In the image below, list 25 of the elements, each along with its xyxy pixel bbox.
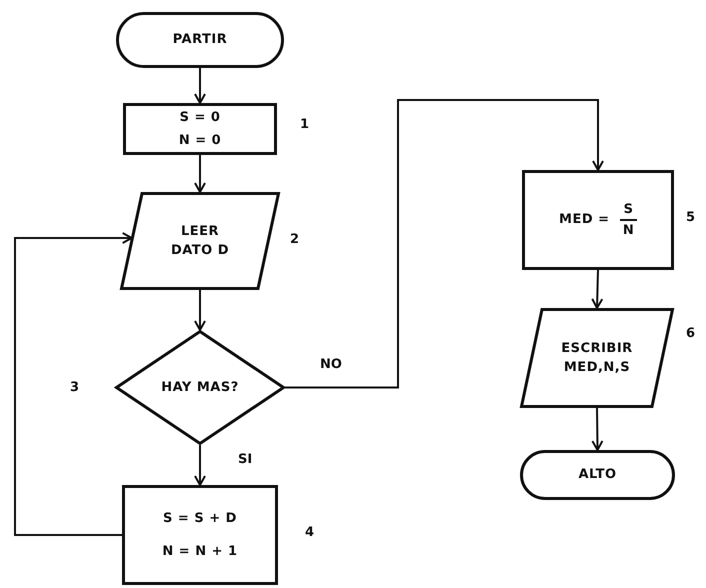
step-number: 3	[70, 380, 80, 395]
arrow	[194, 445, 206, 486]
step-number: 2	[290, 232, 300, 247]
arrow	[591, 270, 604, 309]
arrow	[194, 155, 206, 193]
node-text: LEER DATO D	[170, 222, 230, 260]
arrow	[591, 408, 604, 451]
node-text: PARTIR	[172, 31, 228, 50]
arrow	[285, 99, 604, 388]
step-number: 6	[686, 326, 696, 341]
node-text: S = S + D	[163, 510, 237, 528]
step-number: 4	[305, 525, 314, 540]
node-text: N = N + 1	[162, 543, 238, 561]
node-text: N = 0	[178, 132, 222, 150]
arrow	[194, 68, 206, 104]
step-number: 5	[686, 210, 696, 225]
arrow	[194, 290, 206, 331]
node-text: HAY MAS?	[161, 378, 239, 397]
node-text: S = 0	[180, 108, 220, 126]
node-text: ALTO	[578, 466, 617, 484]
node-text: ESCRIBIR MED,N,S	[560, 340, 634, 377]
arrow	[14, 232, 133, 536]
step-number: 1	[300, 117, 310, 132]
formula-text: MED =	[559, 211, 610, 230]
fraction: S N	[620, 202, 637, 238]
